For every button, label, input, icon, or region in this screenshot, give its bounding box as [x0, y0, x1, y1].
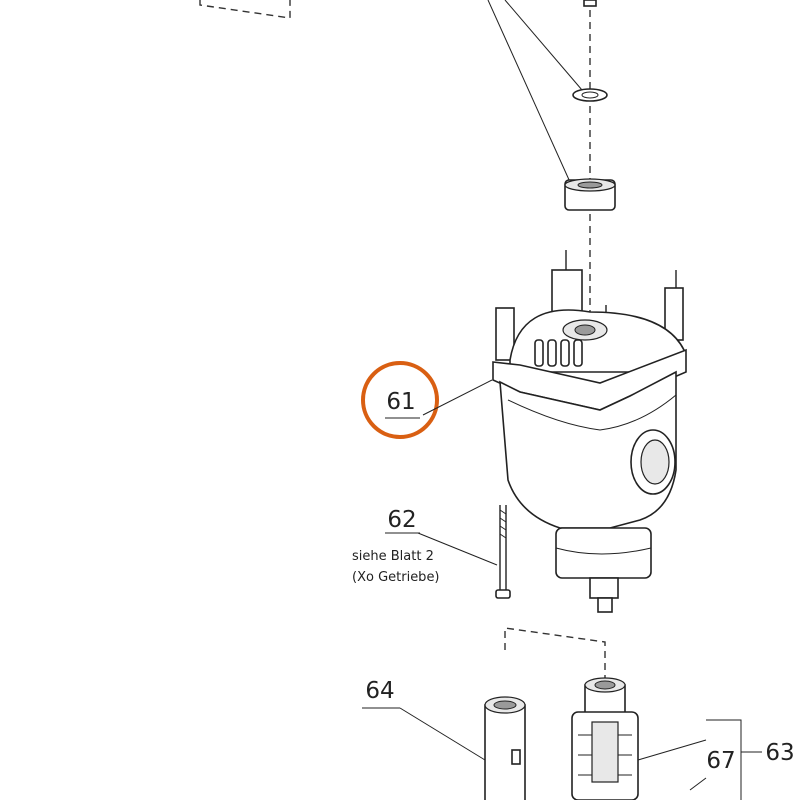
callout-67: 67 [706, 748, 735, 774]
callout-64: 64 [365, 678, 394, 704]
top-pin [583, 0, 597, 7]
leader-64-diag [399, 707, 486, 761]
washer-part [572, 88, 608, 102]
callout-61: 61 [386, 389, 415, 415]
callout-63: 63 [765, 740, 794, 766]
leader-67-lower [689, 777, 707, 791]
group-bracket-63 [706, 719, 742, 800]
tube-part [484, 696, 526, 800]
leader-62 [417, 532, 498, 566]
leader-washer [504, 0, 583, 91]
leader-67 [637, 739, 707, 761]
gearbox-housing-part [492, 250, 687, 613]
leader-bearing [487, 0, 571, 183]
ball-bearing-part [564, 178, 616, 211]
lower-dashed-bracket [504, 627, 606, 800]
long-screw-part [495, 505, 511, 599]
highlight-circle-61 [361, 361, 439, 439]
top-dashed-guide [199, 0, 291, 19]
callout-62: 62 [387, 507, 416, 533]
note-line-2: (Xo Getriebe) [352, 570, 440, 585]
leader-61 [422, 379, 493, 416]
coupling-part [571, 677, 639, 800]
note-line-1: siehe Blatt 2 [352, 549, 434, 564]
